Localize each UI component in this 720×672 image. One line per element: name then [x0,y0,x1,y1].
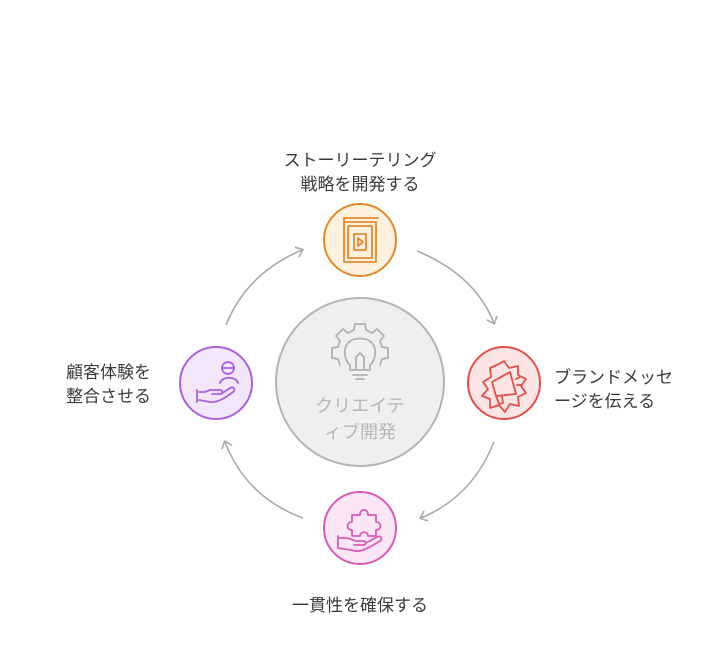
label-right: ブランドメッセ ージを伝える [554,366,673,414]
gear-lightbulb-icon [331,323,389,380]
label-bottom: 一貫性を確保する [220,594,500,618]
label-right-line-1: ブランドメッセ [554,368,673,388]
label-top-line-1: ストーリーテリング [283,151,437,171]
arrow-bottom-to-left [221,440,304,519]
arrow-top-to-right [416,250,498,325]
hub-label-line-2: ィブ開発 [324,422,396,443]
node-bottom-circle [323,491,397,565]
label-left-line-2: 整合させる [66,387,151,407]
hand-person-icon [196,361,239,404]
puzzle-hand-icon [337,508,383,552]
hub-label-line-1: クリエイテ [315,396,405,417]
label-left: 顧客体験を 整合させる [66,361,151,409]
node-right-circle [467,346,541,420]
hub-circle [275,297,445,467]
label-left-line-1: 顧客体験を [66,363,151,383]
label-top: ストーリーテリング 戦略を開発する [220,149,500,197]
label-bottom-line-1: 一貫性を確保する [292,596,428,616]
hub-label: クリエイテ ィブ開発 [290,394,430,446]
label-top-line-2: 戦略を開発する [300,175,420,195]
label-right-line-2: ージを伝える [554,392,656,412]
node-left-circle [179,346,253,420]
arrow-left-to-top [225,246,304,326]
arrow-right-to-bottom [419,441,495,522]
book-play-icon [343,217,379,263]
megaphone-icon [481,360,527,413]
